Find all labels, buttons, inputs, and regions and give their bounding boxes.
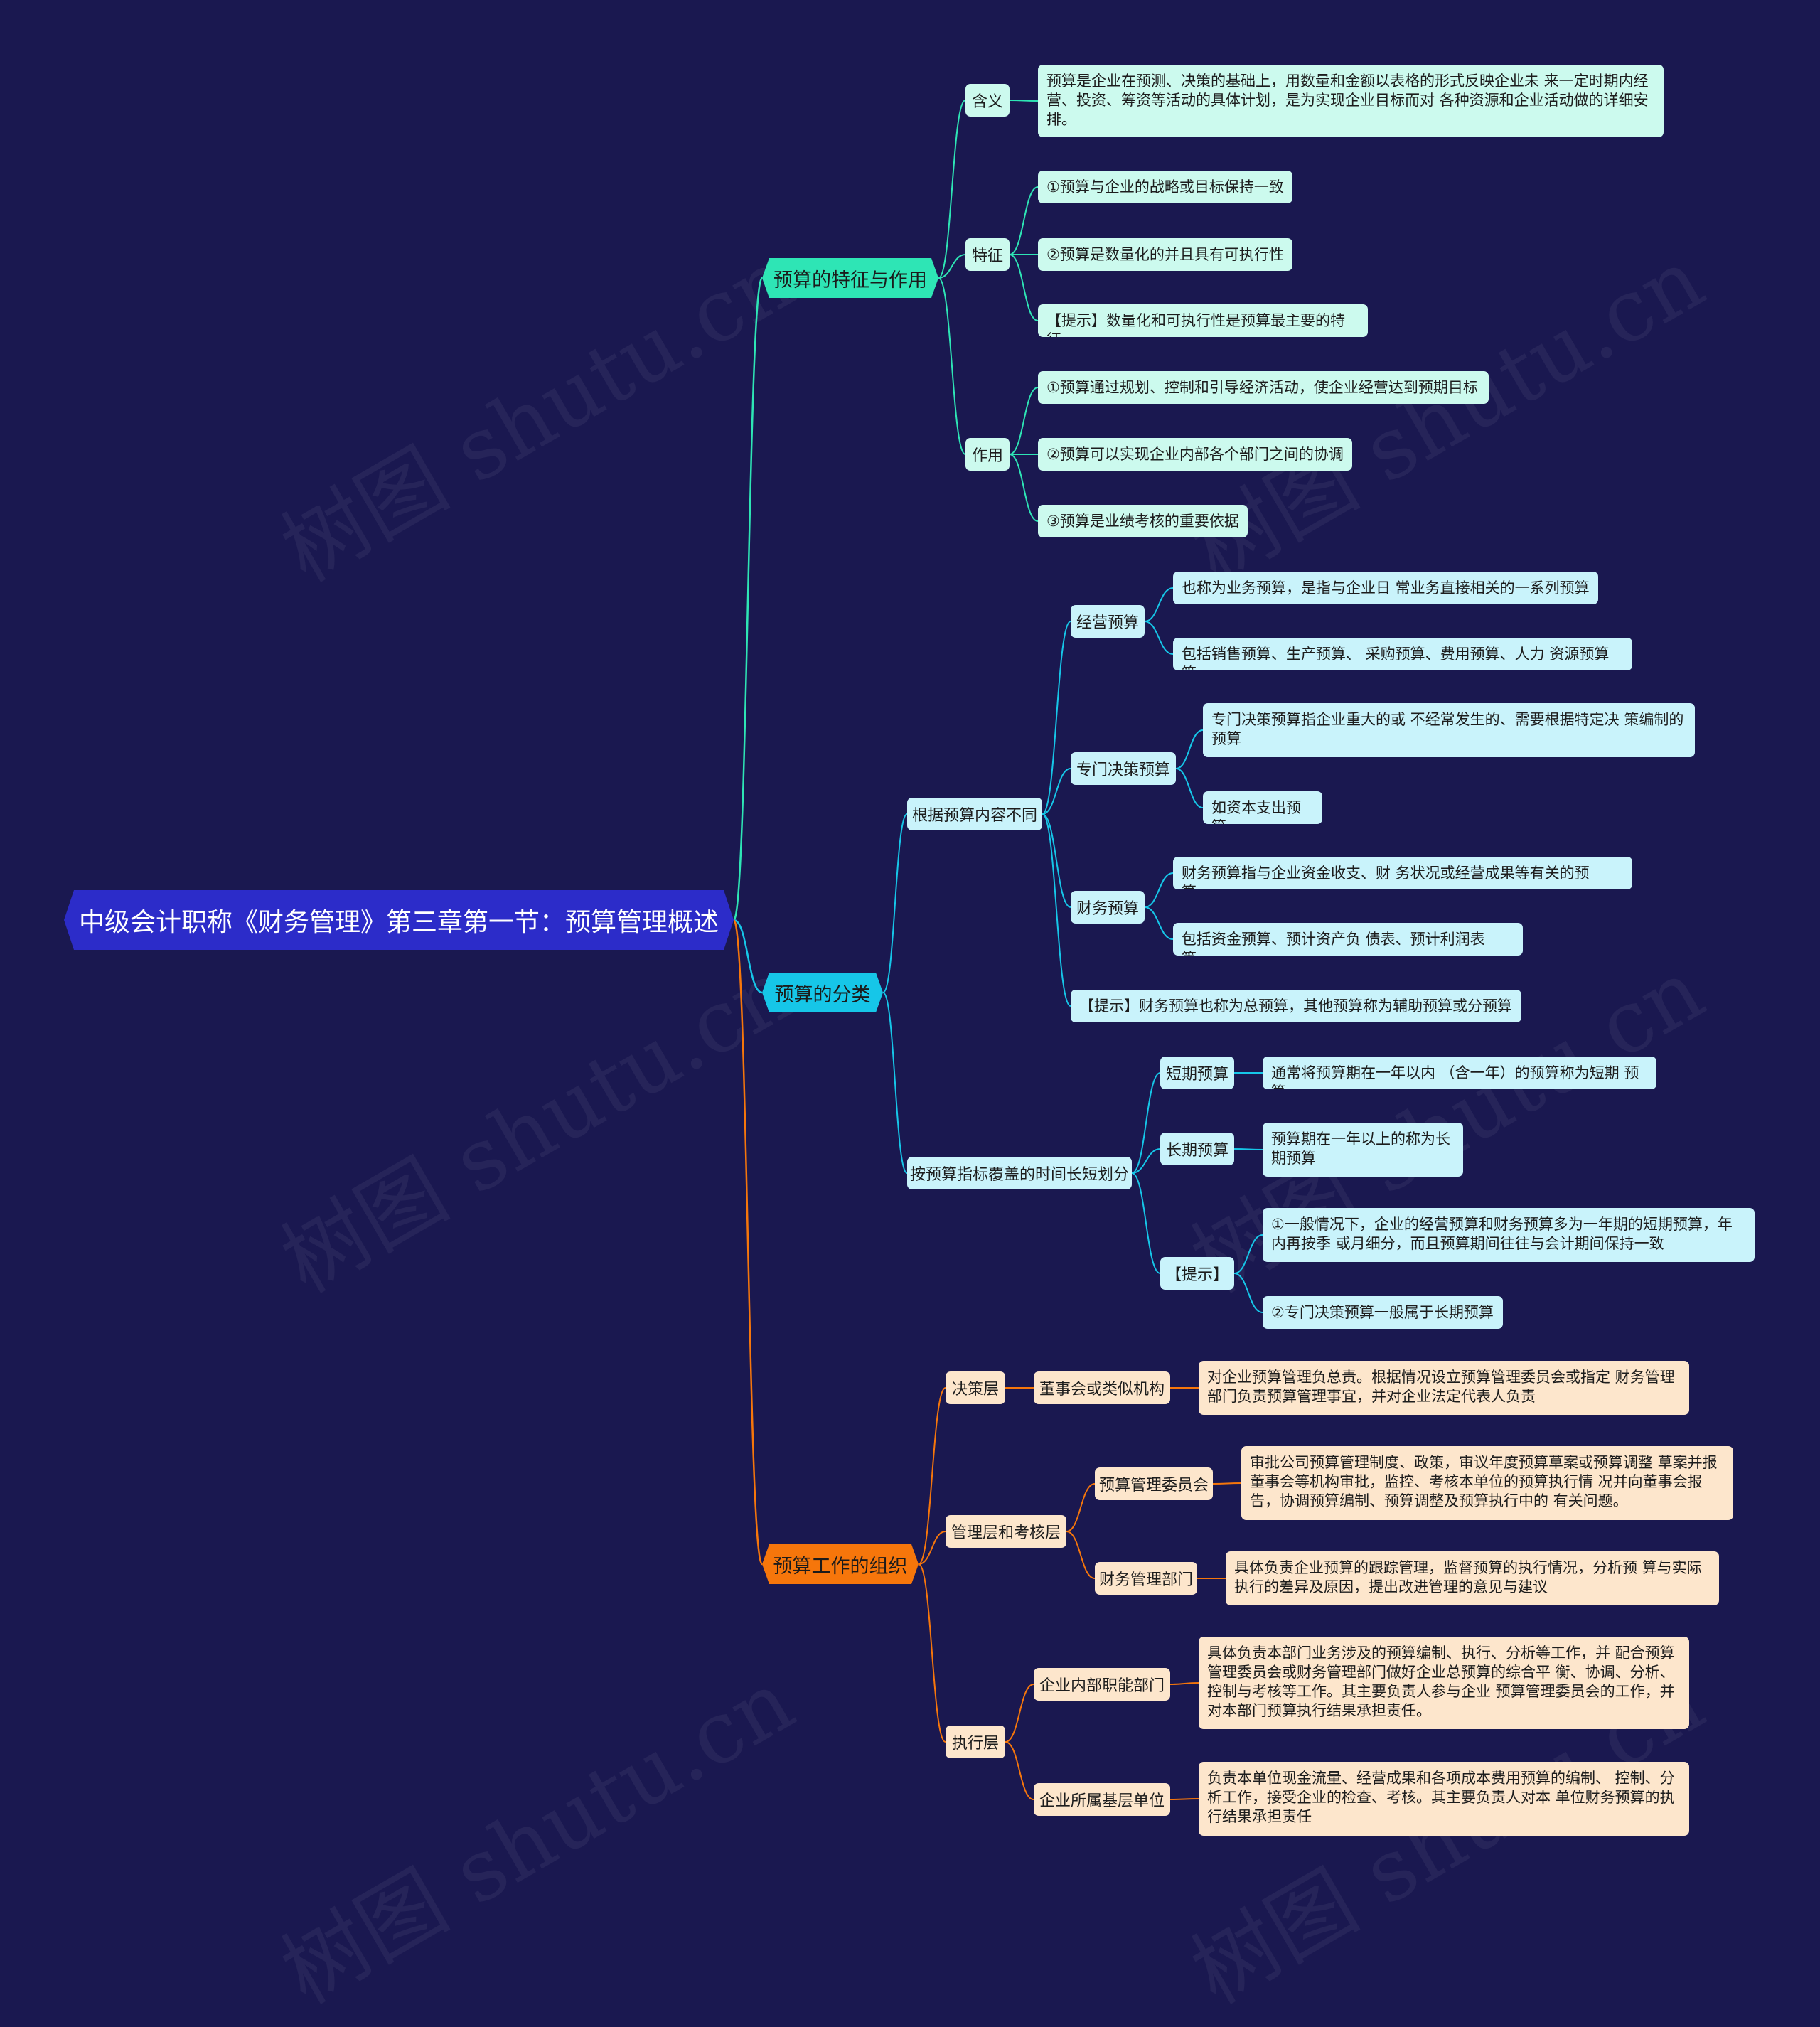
connector-line <box>938 277 966 455</box>
connector-line <box>882 813 908 993</box>
connector-lines <box>732 100 1263 1800</box>
connector-line <box>1009 387 1039 455</box>
connector-line <box>1131 1148 1161 1174</box>
connector-line <box>1144 872 1174 908</box>
node-functions[interactable]: 作用 <box>965 438 1010 471</box>
node-short-term[interactable]: 短期预算 <box>1160 1057 1234 1089</box>
node-special-decision-budget[interactable]: 专门决策预算 <box>1071 752 1176 785</box>
leaf-special-2: 如资本支出预算 <box>1203 791 1322 824</box>
connector-line <box>1233 1234 1263 1274</box>
leaf-budget-committee: 审批公司预算管理制度、政策，审议年度预算草案或预算调整 草案并报董事会等机构审批… <box>1241 1446 1733 1520</box>
connector-line <box>1131 1172 1161 1274</box>
mindmap-canvas: 树图 shutu.cn 树图 shutu.cn 树图 shutu.cn 树图 s… <box>0 65 1755 2023</box>
node-budget-committee[interactable]: 预算管理委员会 <box>1095 1467 1213 1500</box>
node-by-period[interactable]: 按预算指标覆盖的时间长短划分 <box>907 1157 1132 1189</box>
leaf-feature-1: ①预算与企业的战略或目标保持一致 <box>1038 171 1292 203</box>
node-features[interactable]: 特征 <box>965 238 1010 271</box>
connector-line <box>1233 1273 1263 1313</box>
connector-line <box>1169 1682 1199 1685</box>
node-period-tip[interactable]: 【提示】 <box>1160 1257 1234 1290</box>
leaf-function-1: ①预算通过规划、控制和引导经济活动，使企业经营达到预期目标 <box>1038 371 1489 404</box>
leaf-feature-2: ②预算是数量化的并且具有可执行性 <box>1038 238 1292 271</box>
node-board[interactable]: 董事会或类似机构 <box>1034 1371 1170 1404</box>
leaf-grassroots-units: 负责本单位现金流量、经营成果和各项成本费用预算的编制、 控制、分析工作，接受企业… <box>1199 1762 1689 1836</box>
connector-line <box>918 1531 946 1565</box>
connector-line <box>1144 621 1174 655</box>
connector-line <box>918 1387 946 1565</box>
node-execution-layer[interactable]: 执行层 <box>946 1726 1005 1758</box>
leaf-operating-1: 也称为业务预算，是指与企业日 常业务直接相关的一系列预算 <box>1173 572 1598 604</box>
connector-line <box>1009 100 1039 102</box>
connector-line <box>1144 587 1174 622</box>
connector-line <box>1009 454 1039 522</box>
node-long-term[interactable]: 长期预算 <box>1160 1133 1234 1165</box>
leaf-feature-tip: 【提示】数量化和可执行性是预算最主要的特征 <box>1038 304 1368 337</box>
node-functional-depts[interactable]: 企业内部职能部门 <box>1034 1668 1170 1701</box>
node-financial-budget[interactable]: 财务预算 <box>1071 891 1145 924</box>
connector-line <box>938 100 966 279</box>
leaf-period-tip-1: ①一般情况下，企业的经营预算和财务预算多为一年期的短期预算，年内再按季 或月细分… <box>1263 1208 1755 1262</box>
leaf-finance-dept: 具体负责企业预算的跟踪管理，监督预算的执行情况，分析预 算与实际执行的差异及原因… <box>1226 1551 1719 1605</box>
node-decision-layer[interactable]: 决策层 <box>946 1371 1005 1404</box>
connector-line <box>1233 1148 1263 1150</box>
connector-line <box>1042 813 1071 908</box>
leaf-operating-2: 包括销售预算、生产预算、 采购预算、费用预算、人力 资源预算等 <box>1173 638 1632 670</box>
connector-line <box>1042 621 1071 815</box>
node-grassroots-units[interactable]: 企业所属基层单位 <box>1034 1783 1170 1816</box>
leaf-short-term: 通常将预算期在一年以内 （含一年）的预算称为短期 预算 <box>1263 1057 1656 1089</box>
leaf-function-3: ③预算是业绩考核的重要依据 <box>1038 505 1248 537</box>
connector-line <box>1005 1684 1034 1743</box>
leaf-period-tip-2: ②专门决策预算一般属于长期预算 <box>1263 1296 1503 1329</box>
connector-line <box>1042 813 1071 1007</box>
node-finance-dept[interactable]: 财务管理部门 <box>1095 1562 1197 1595</box>
connector-line <box>732 919 764 1566</box>
connector-line <box>732 277 764 921</box>
connector-line <box>1009 186 1039 255</box>
connector-line <box>733 919 763 994</box>
branch-organization[interactable]: 预算工作的组织 <box>762 1544 919 1584</box>
leaf-board: 对企业预算管理负总责。根据情况设立预算管理委员会或指定 财务管理部门负责预算管理… <box>1199 1361 1689 1415</box>
leaf-financial-1: 财务预算指与企业资金收支、财 务状况或经营成果等有关的预 算。 <box>1173 857 1632 889</box>
leaf-long-term: 预算期在一年以上的称为长期预算 <box>1263 1123 1463 1177</box>
root-topic[interactable]: 中级会计职称《财务管理》第三章第一节：预算管理概述 <box>64 890 734 950</box>
connector-line <box>1005 1741 1034 1800</box>
node-management-layer[interactable]: 管理层和考核层 <box>946 1515 1066 1548</box>
connector-line <box>1175 729 1204 769</box>
connector-line <box>1066 1531 1096 1579</box>
branch-classification[interactable]: 预算的分类 <box>762 973 883 1012</box>
node-by-content[interactable]: 根据预算内容不同 <box>907 798 1042 830</box>
connector-line <box>938 254 966 279</box>
leaf-content-tip: 【提示】财务预算也称为总预算，其他预算称为辅助预算或分预算 <box>1071 990 1521 1022</box>
leaf-meaning: 预算是企业在预测、决策的基础上，用数量和金额以表格的形式反映企业未 来一定时期内… <box>1038 65 1664 137</box>
branch-features-and-functions[interactable]: 预算的特征与作用 <box>762 258 938 298</box>
connector-line <box>918 1563 946 1743</box>
connector-line <box>882 992 908 1174</box>
connector-line <box>1131 1072 1161 1174</box>
leaf-special-1: 专门决策预算指企业重大的或 不经常发生的、需要根据特定决 策编制的预算 <box>1203 703 1695 757</box>
connector-line <box>1175 768 1204 808</box>
connector-line <box>1212 1482 1242 1485</box>
node-operating-budget[interactable]: 经营预算 <box>1071 605 1145 638</box>
connector-line <box>1042 768 1071 815</box>
node-meaning[interactable]: 含义 <box>965 84 1010 117</box>
leaf-function-2: ②预算可以实现企业内部各个部门之间的协调 <box>1038 438 1352 471</box>
connector-line <box>1144 906 1174 940</box>
connector-line <box>1009 254 1039 321</box>
leaf-functional-depts: 具体负责本部门业务涉及的预算编制、执行、分析等工作，并 配合预算管理委员会或财务… <box>1199 1637 1689 1729</box>
connector-line <box>1066 1483 1096 1532</box>
leaf-financial-2: 包括资金预算、预计资产负 债表、预计利润表等。 <box>1173 923 1523 956</box>
